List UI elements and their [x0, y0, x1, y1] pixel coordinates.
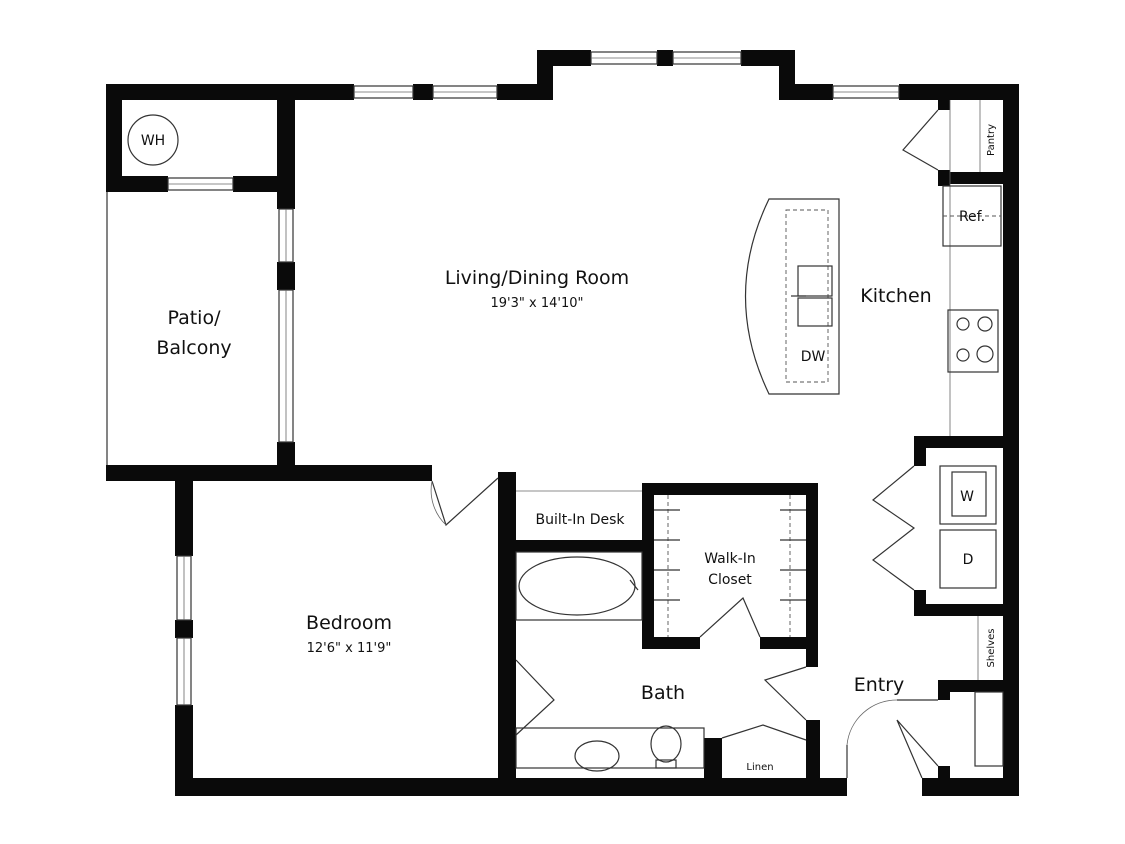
patio-line1: Patio/ [167, 307, 221, 329]
walk-in-line1: Walk-In [704, 551, 756, 567]
water-heater: WH [127, 114, 179, 166]
water-heater-label: WH [141, 133, 165, 149]
kitchen-name: Kitchen [860, 285, 931, 307]
interior-walls [122, 84, 1003, 780]
exterior-walls [106, 50, 1019, 796]
entry-name: Entry [854, 674, 905, 696]
shelves-label: Shelves [986, 629, 997, 668]
built-in-desk-label: Built-In Desk [535, 512, 625, 528]
linen-label: Linen [746, 762, 773, 773]
bath-fixtures [515, 551, 705, 772]
bath-name: Bath [641, 682, 685, 704]
built-in-desk: Built-In Desk [516, 490, 642, 528]
bedroom-dims: 12'6" x 11'9" [307, 641, 392, 656]
patio-line2: Balcony [156, 337, 231, 359]
washer-label: W [960, 489, 974, 505]
dryer-label: D [963, 552, 974, 568]
pantry-label: Pantry [986, 124, 997, 156]
entry-closets: Shelves [974, 616, 1004, 767]
living-room-name: Living/Dining Room [445, 267, 629, 289]
linen-closet: Linen [721, 724, 807, 773]
kitchen-fixtures: Pantry Ref. DW [745, 100, 1002, 436]
laundry: W D [939, 465, 997, 589]
doors [430, 109, 939, 779]
walk-in-line2: Closet [708, 572, 752, 588]
room-labels: Living/Dining Room 19'3" x 14'10" Bedroo… [156, 267, 931, 704]
refrigerator-label: Ref. [959, 209, 985, 225]
bedroom-name: Bedroom [306, 612, 392, 634]
living-room-dims: 19'3" x 14'10" [491, 296, 584, 311]
walk-in-closet [654, 495, 806, 637]
dishwasher-label: DW [801, 349, 826, 365]
windows [167, 51, 900, 706]
